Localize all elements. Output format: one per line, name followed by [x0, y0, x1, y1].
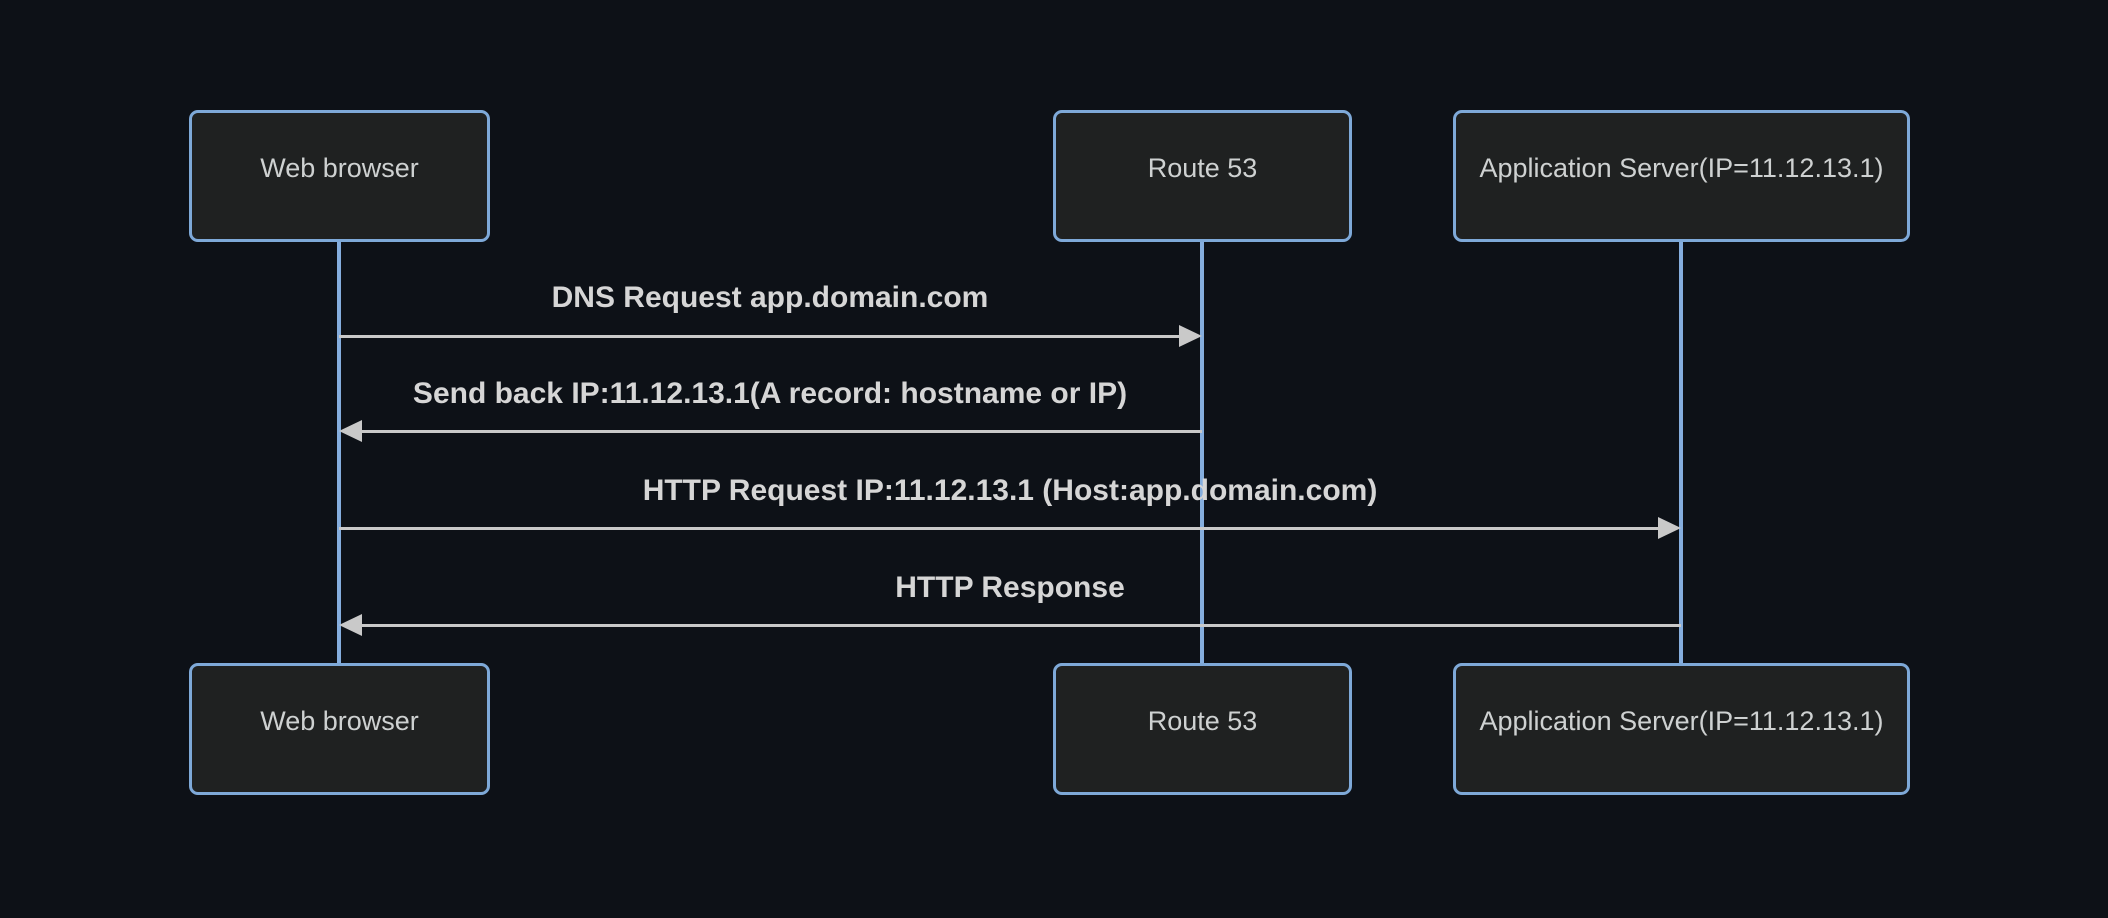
- message-label-dns-request: DNS Request app.domain.com: [551, 281, 989, 314]
- actor-label-application-server: Application Server(IP=11.12.13.1): [1479, 705, 1884, 736]
- arrowhead-right-icon: [1179, 325, 1202, 347]
- arrow-line: [355, 624, 1681, 627]
- actor-box-route-53-top: Route 53: [1053, 110, 1352, 242]
- message-arrow-send-back-ip: [339, 420, 1202, 442]
- arrow-line: [339, 527, 1665, 530]
- arrowhead-right-icon: [1658, 517, 1681, 539]
- actor-box-web-browser-top: Web browser: [189, 110, 490, 242]
- lifeline-web-browser: [337, 242, 341, 663]
- lifeline-route-53: [1200, 242, 1204, 663]
- arrowhead-left-icon: [339, 420, 362, 442]
- arrowhead-left-icon: [339, 614, 362, 636]
- arrow-line: [355, 430, 1202, 433]
- message-arrow-http-response: [339, 614, 1681, 636]
- actor-label-web-browser: Web browser: [260, 152, 419, 183]
- actor-box-application-server-bottom: Application Server(IP=11.12.13.1): [1453, 663, 1910, 795]
- actor-box-web-browser-bottom: Web browser: [189, 663, 490, 795]
- message-label-send-back-ip: Send back IP:11.12.13.1(A record: hostna…: [412, 377, 1128, 410]
- actor-label-web-browser: Web browser: [260, 705, 419, 736]
- arrow-line: [339, 335, 1186, 338]
- actor-label-route-53: Route 53: [1147, 705, 1258, 736]
- actor-box-application-server-top: Application Server(IP=11.12.13.1): [1453, 110, 1910, 242]
- actor-box-route-53-bottom: Route 53: [1053, 663, 1352, 795]
- actor-label-application-server: Application Server(IP=11.12.13.1): [1479, 152, 1884, 183]
- actor-label-route-53: Route 53: [1147, 152, 1258, 183]
- message-arrow-dns-request: [339, 325, 1202, 347]
- lifeline-application-server: [1679, 242, 1683, 663]
- message-label-http-response: HTTP Response: [895, 571, 1125, 604]
- message-label-http-request: HTTP Request IP:11.12.13.1 (Host:app.dom…: [642, 474, 1378, 507]
- message-arrow-http-request: [339, 517, 1681, 539]
